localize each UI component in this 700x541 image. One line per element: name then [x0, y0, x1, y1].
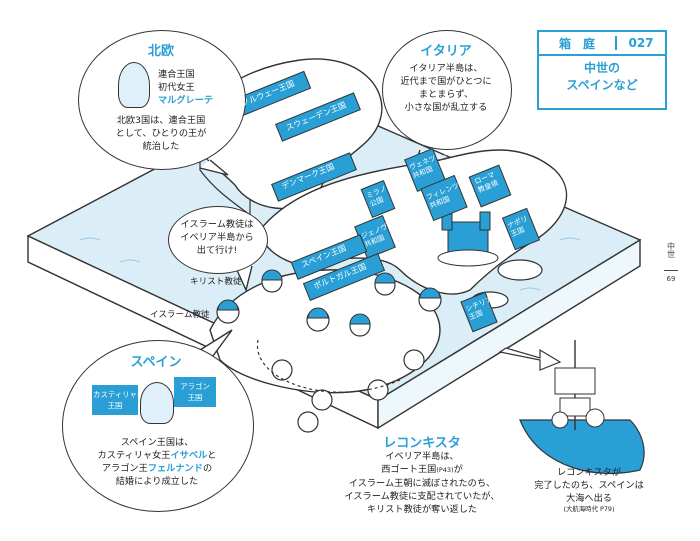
route-arrow	[498, 347, 562, 371]
iberia-land	[209, 269, 441, 394]
queen-figure-icon	[118, 62, 150, 108]
spain-bubble	[62, 340, 254, 512]
north-queen-caption: 連合王国 初代女王 マルグレーテ	[158, 69, 214, 106]
castle-icon	[437, 211, 499, 267]
italy-bubble	[382, 30, 512, 150]
muslim-label: イスラーム教徒	[150, 310, 210, 320]
royal-couple-icon	[140, 382, 174, 424]
base-front-right	[377, 238, 641, 430]
christian-label: キリスト教徒	[190, 277, 242, 287]
italy-description: イタリア半島は、 近代まで国がひとつに まとまらず、 小さな国が乱立する	[400, 63, 492, 113]
ship-caption: レコンキスタが 完了したのち、スペインは 大海へ出る (大航海時代 P79)	[534, 467, 644, 513]
page-number: 69	[666, 275, 676, 283]
country-sign-boards	[232, 70, 541, 333]
flag-aragon: アラゴン 王国	[174, 377, 216, 407]
box-title: 中世の スペインなど	[566, 61, 638, 92]
spain-header: スペイン	[130, 355, 182, 370]
soldier-helmets	[217, 269, 441, 325]
spain-description: スペイン王国は、 カスティリャ女王イサベルと アラゴン王フェルナンドの 結婚によ…	[97, 437, 217, 487]
ship-illustration	[519, 340, 645, 475]
flag-castile: カスティリャ 王国	[92, 385, 138, 415]
section-divider	[664, 270, 678, 271]
box-label: 箱 庭	[558, 36, 595, 51]
islam-speech: イスラーム教徒は イベリア半島から 出て行け!	[180, 219, 254, 256]
title-box: 箱 庭 027 中世の スペインなど	[537, 30, 667, 110]
italy-header: イタリア	[420, 44, 472, 59]
islam-speech-bubble	[168, 206, 268, 274]
reconquista-header: レコンキスタ	[383, 436, 461, 451]
north-header: 北欧	[147, 44, 174, 59]
box-number: 027	[615, 36, 665, 50]
section-tab: 中世	[666, 242, 676, 258]
reconquista-description: イベリア半島は、 西ゴート王国(P43)が イスラーム王朝に滅ぼされたのち、 イ…	[344, 451, 500, 515]
north-description: 北欧3国は、連合王国 として、ひとりの王が 統治した	[115, 115, 207, 152]
north-bubble	[78, 30, 246, 170]
